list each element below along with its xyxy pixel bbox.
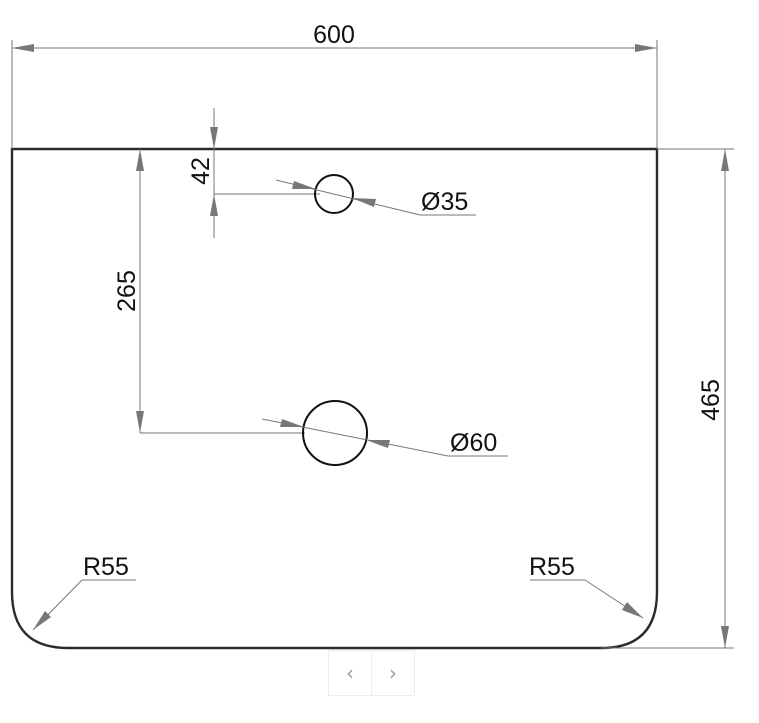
width-dimension: 600 xyxy=(11,21,658,149)
next-button[interactable]: › xyxy=(371,651,414,695)
hole-spacing-label: 265 xyxy=(113,270,141,312)
small-hole-label: Ø35 xyxy=(421,188,468,216)
previous-button[interactable]: ‹ xyxy=(329,651,371,695)
left-radius-leader: R55 xyxy=(32,553,136,631)
small-hole-leader: Ø35 xyxy=(275,179,476,216)
large-hole-label: Ø60 xyxy=(450,429,497,457)
height-label: 465 xyxy=(697,379,725,421)
chevron-right-icon: › xyxy=(389,661,397,685)
large-hole-leader: Ø60 xyxy=(261,418,508,457)
top-offset-label: 42 xyxy=(187,157,215,185)
right-radius-label: R55 xyxy=(529,553,575,581)
tap-hole xyxy=(314,174,354,214)
width-label: 600 xyxy=(313,21,355,49)
right-radius-leader: R55 xyxy=(529,553,644,619)
height-dimension: 465 xyxy=(601,148,734,649)
left-radius-label: R55 xyxy=(83,553,129,581)
drain-hole xyxy=(302,400,368,466)
image-pager: ‹ › xyxy=(328,650,415,696)
top-offset-dimension: 42 xyxy=(187,108,320,238)
hole-spacing-dimension: 265 xyxy=(113,149,305,434)
chevron-left-icon: ‹ xyxy=(346,661,354,685)
